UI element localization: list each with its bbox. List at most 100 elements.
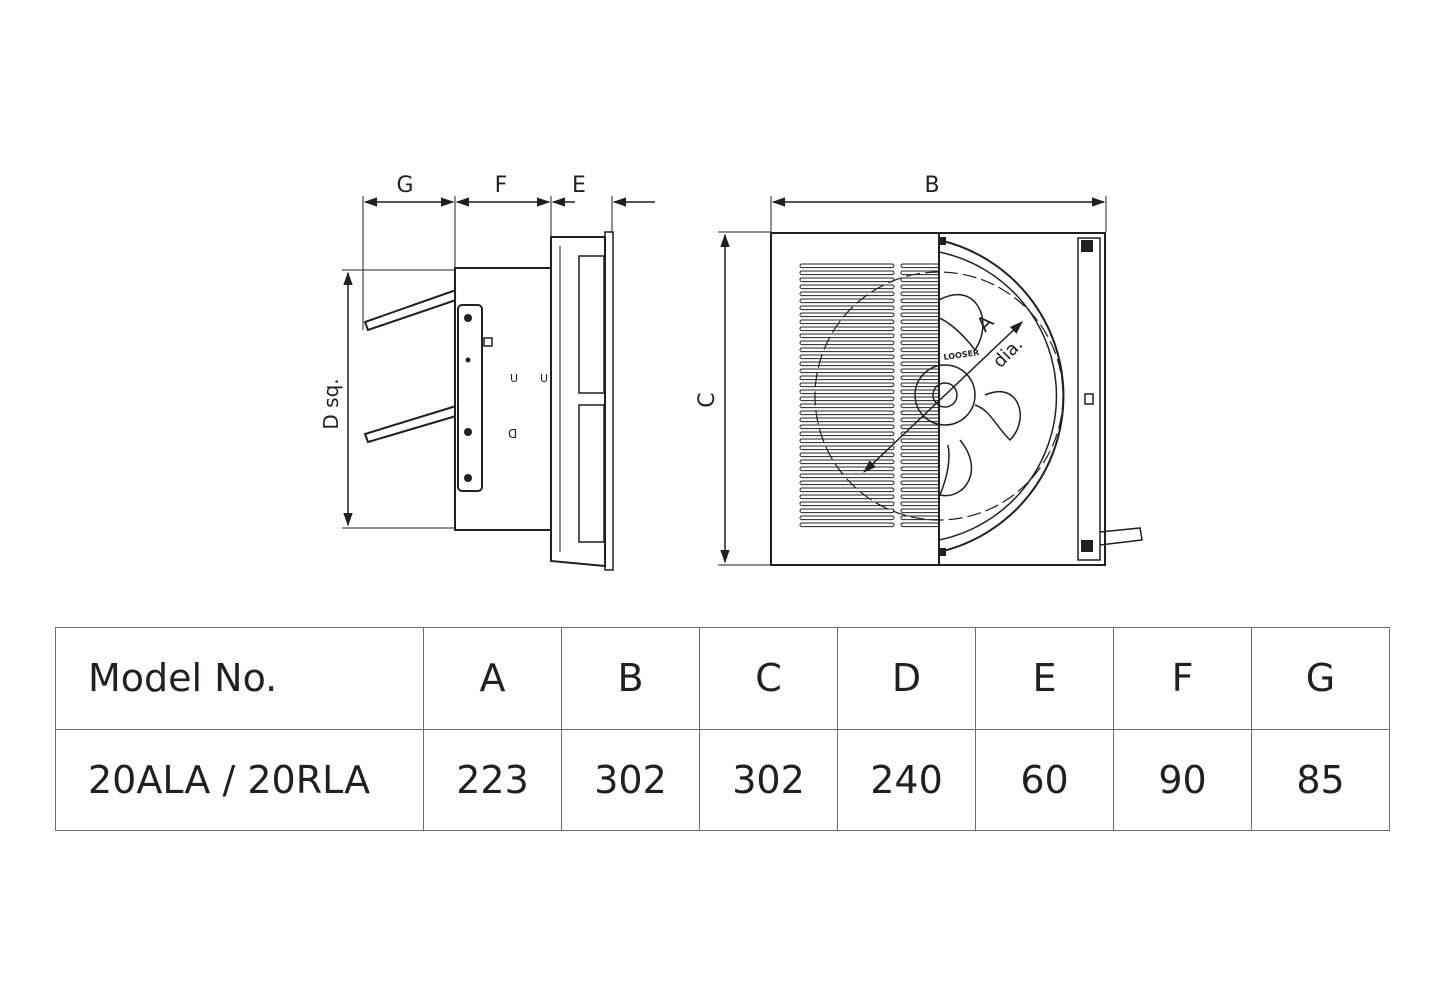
table-header-cell: B	[561, 627, 700, 730]
dimension-label-a: A	[972, 310, 999, 337]
table-cell: 223	[423, 728, 562, 831]
louvre-slot	[900, 284, 940, 290]
louvre-slot	[900, 382, 940, 388]
louvre-slot	[799, 298, 895, 304]
dimension-label-a-dia: dia.	[989, 334, 1027, 372]
table-header-cell: A	[423, 627, 562, 730]
louvre-slot	[799, 424, 895, 430]
louvre-slot	[900, 305, 940, 311]
louvre-slot	[900, 487, 940, 493]
svg-text:ᑌ: ᑌ	[540, 372, 548, 385]
louvre-slot	[900, 501, 940, 507]
louvre-slot	[900, 319, 940, 325]
louvre-slot	[799, 522, 895, 528]
table-header-row: Model No. A B C D E F G	[55, 627, 1390, 730]
dimension-label-g: G	[396, 173, 413, 198]
louvre-slot	[900, 424, 940, 430]
side-view: G F E D sq. ᑌ ᑌ ᗡ	[319, 173, 655, 571]
louvre-slot	[799, 305, 895, 311]
dimension-label-c: C	[695, 392, 720, 407]
louvre-slot	[900, 361, 940, 367]
louvre-slot	[900, 508, 940, 514]
louvre-slot	[799, 396, 895, 402]
louvre-slot	[900, 431, 940, 437]
svg-text:ᗡ: ᗡ	[508, 427, 517, 441]
louvre-slot	[900, 522, 940, 528]
louvre-slot	[799, 284, 895, 290]
table-cell: 302	[561, 728, 700, 831]
louvre-slot	[900, 277, 940, 283]
table-cell-model: 20ALA / 20RLA	[55, 728, 424, 831]
louvre-slot	[799, 494, 895, 500]
louvre-slot	[900, 270, 940, 276]
louvre-slot	[799, 368, 895, 374]
table-header-cell: G	[1251, 627, 1390, 730]
louvre-slot	[900, 368, 940, 374]
specification-table: Model No. A B C D E F G 20ALA / 20RLA 22…	[55, 627, 1390, 831]
louvre-slot	[900, 515, 940, 521]
louvre-slot	[900, 445, 940, 451]
louvre-slot	[799, 354, 895, 360]
louvre-slot	[799, 508, 895, 514]
louvre-slot	[799, 263, 895, 269]
louvre-slot	[799, 487, 895, 493]
louvre-slot	[799, 410, 895, 416]
dimension-label-b: B	[924, 173, 939, 198]
dimension-label-d: D sq.	[319, 378, 343, 429]
table-header-cell: E	[975, 627, 1114, 730]
table-header-cell: C	[699, 627, 838, 730]
louvre-slot	[799, 445, 895, 451]
table-header-cell: D	[837, 627, 976, 730]
louvre-slot	[799, 417, 895, 423]
svg-text:ᑌ: ᑌ	[510, 372, 518, 385]
louvre-slot	[799, 403, 895, 409]
louvre-slot	[799, 480, 895, 486]
louvre-slot	[799, 375, 895, 381]
louvre-slot	[900, 326, 940, 332]
louvre-slot	[900, 340, 940, 346]
louvre-slot	[799, 333, 895, 339]
louvre-slot	[900, 347, 940, 353]
louvre-slot	[799, 277, 895, 283]
louvre-slot	[799, 515, 895, 521]
louvre-slot	[900, 291, 940, 297]
fan-dimension-drawing: G F E D sq. ᑌ ᑌ ᗡ B	[319, 173, 1143, 571]
table-row: 20ALA / 20RLA 223 302 302 240 60 90 85	[55, 728, 1390, 831]
louvre-slot	[799, 361, 895, 367]
brand-mark: LOOSER	[943, 348, 980, 362]
table-cell: 240	[837, 728, 976, 831]
louvre-slot	[799, 438, 895, 444]
louvre-slot	[799, 291, 895, 297]
louvre-slot	[799, 473, 895, 479]
louvre-slot	[799, 466, 895, 472]
louvre-slot	[799, 501, 895, 507]
louvre-slot	[900, 452, 940, 458]
louvre-slot	[799, 382, 895, 388]
louvre-slot	[900, 459, 940, 465]
louvre-slot	[900, 298, 940, 304]
table-cell: 60	[975, 728, 1114, 831]
louvre-slot	[799, 319, 895, 325]
louvre-slot	[799, 340, 895, 346]
table-cell: 90	[1113, 728, 1252, 831]
table-cell: 302	[699, 728, 838, 831]
louvre-slot	[900, 263, 940, 269]
louvre-slot	[900, 494, 940, 500]
louvre-slot	[799, 326, 895, 332]
louvre-slot	[900, 480, 940, 486]
louvre-slot	[900, 473, 940, 479]
louvre-slot	[799, 389, 895, 395]
dimension-label-f: F	[495, 173, 508, 198]
louvre-slot	[900, 466, 940, 472]
louvre-slot	[900, 312, 940, 318]
table-header-cell: Model No.	[55, 627, 424, 730]
louvre-slot	[799, 347, 895, 353]
table-cell: 85	[1251, 728, 1390, 831]
louvre-slot	[900, 438, 940, 444]
dimension-label-e: E	[572, 173, 586, 198]
louvre-slot	[799, 459, 895, 465]
louvre-slot	[799, 431, 895, 437]
louvre-slot	[900, 333, 940, 339]
front-view: B C A dia. LOOSER	[695, 173, 1143, 566]
louvre-grille	[799, 263, 940, 528]
